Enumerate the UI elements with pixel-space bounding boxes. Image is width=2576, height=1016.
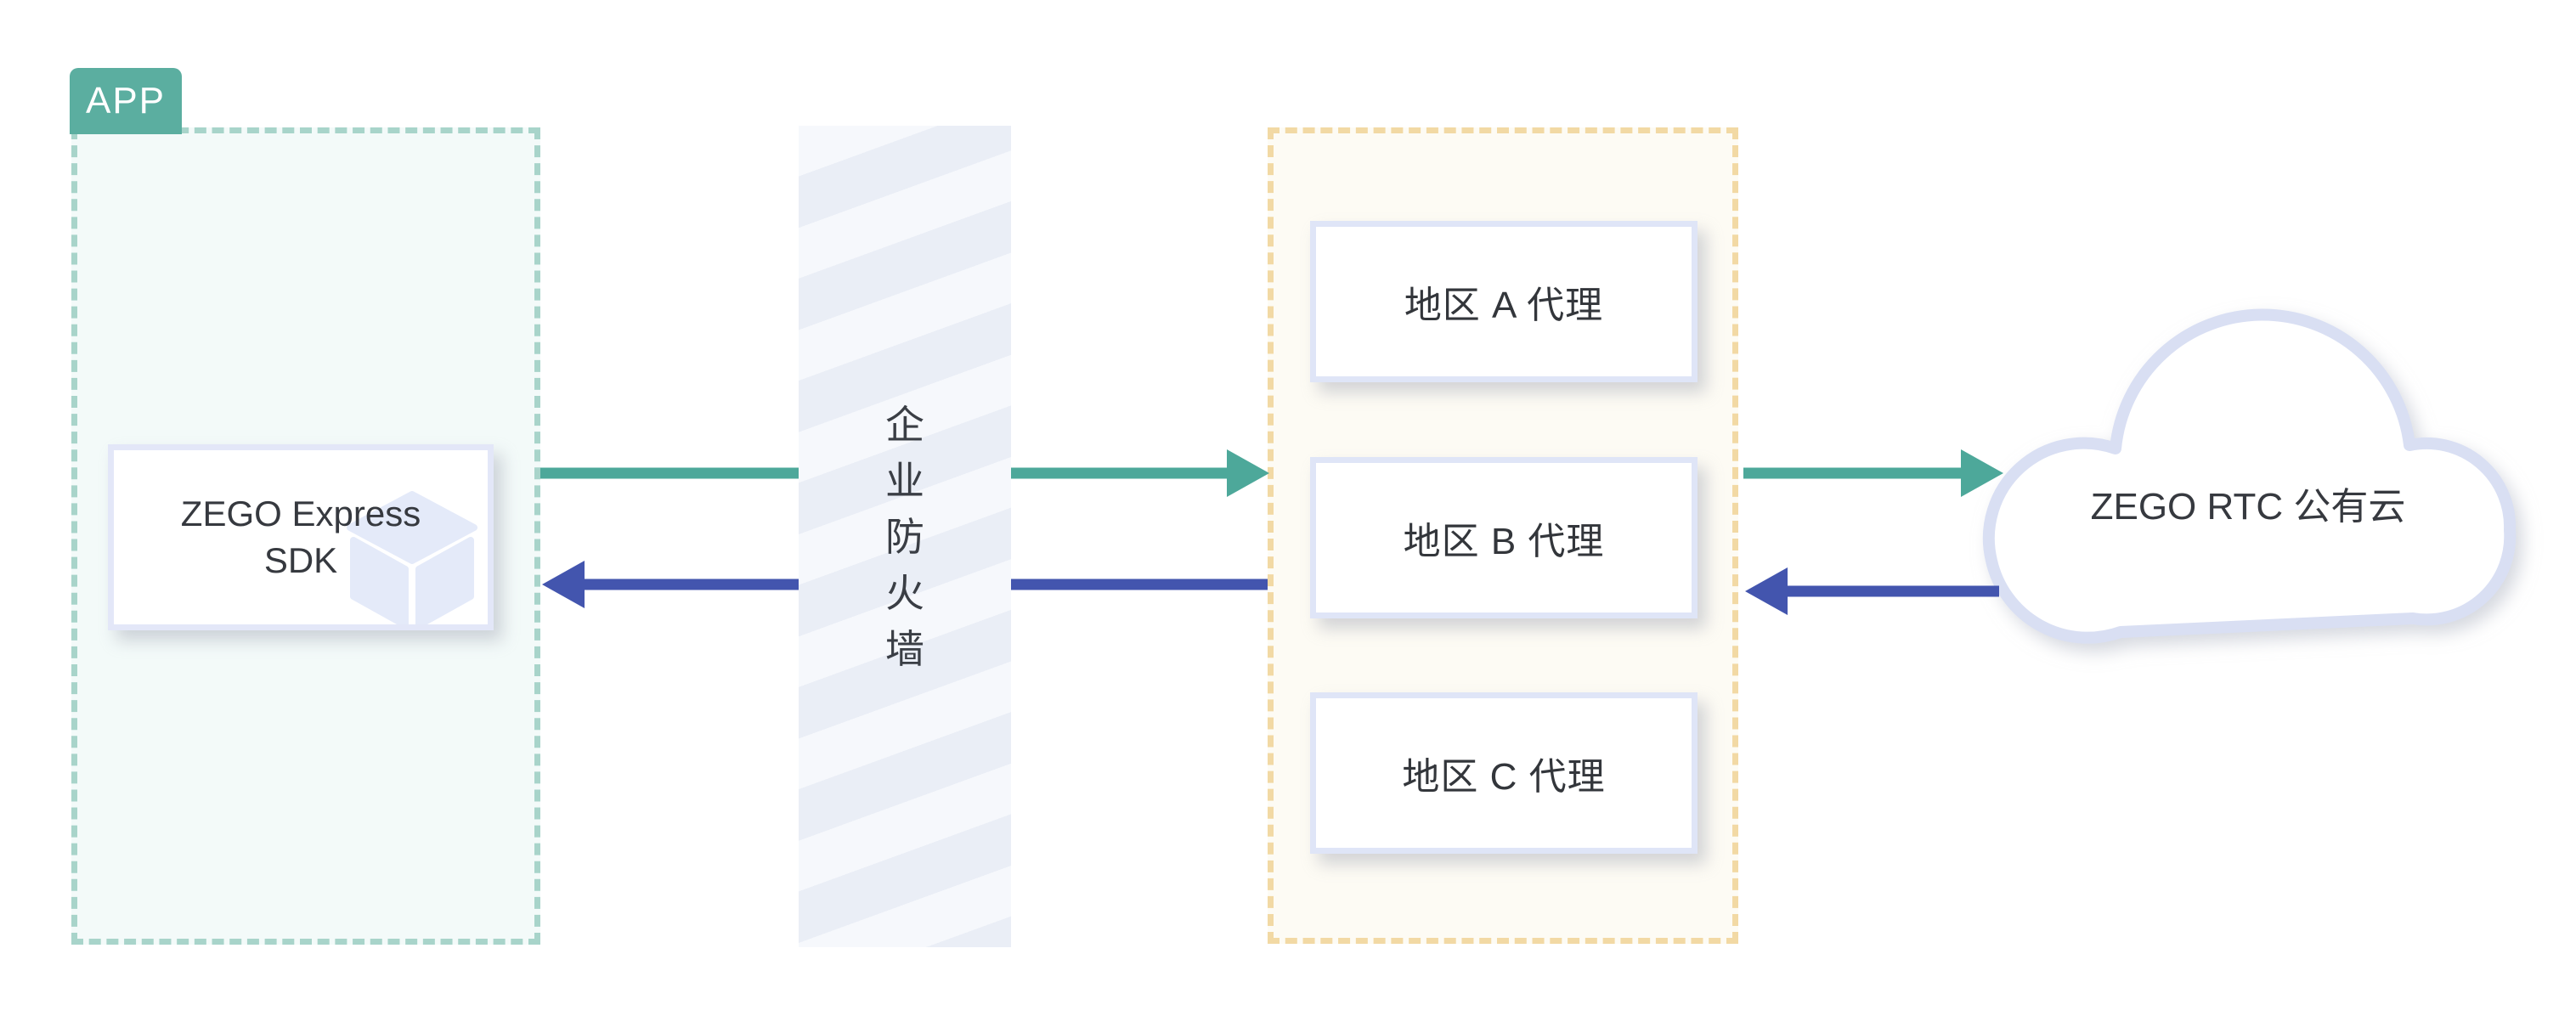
firewall-char: 业 [885,458,924,503]
region-c-proxy-box: 地区 C 代理 [1310,692,1698,854]
region-c-label: 地区 C 代理 [1402,756,1606,798]
firewall-char: 防 [885,514,924,559]
firewall-char: 火 [885,570,924,615]
firewall-bar: 企 业 防 火 墙 [799,126,1011,947]
app-tag-label: APP [85,80,167,121]
cube-icon [340,489,484,624]
arrow-proxy-to-cloud [1743,449,2003,497]
arrow-cloud-to-proxy [1745,567,1999,615]
region-b-proxy-box: 地区 B 代理 [1310,457,1698,618]
sdk-label: ZEGO Express SDK [181,491,421,584]
app-tag: APP [70,68,182,134]
sdk-label-line1: ZEGO Express [180,493,421,533]
region-b-label: 地区 B 代理 [1403,521,1605,562]
firewall-char: 企 [885,402,924,447]
region-a-proxy-box: 地区 A 代理 [1310,221,1698,382]
region-a-label: 地区 A 代理 [1404,285,1604,326]
firewall-char: 墙 [885,626,924,671]
cloud-label: ZEGO RTC 公有云 [2090,486,2406,528]
sdk-box: ZEGO Express SDK [108,444,494,630]
sdk-label-line2: SDK [263,539,338,580]
